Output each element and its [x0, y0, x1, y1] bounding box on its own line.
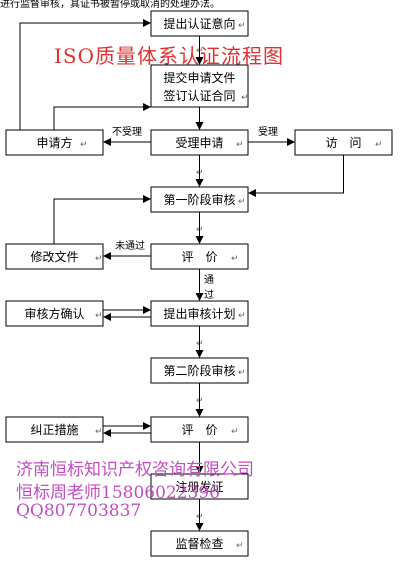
svg-text:↵: ↵ — [236, 140, 244, 150]
svg-text:修改文件: 修改文件 — [30, 249, 78, 264]
svg-text:↵: ↵ — [231, 254, 239, 264]
node-visit: 访 问 — [294, 129, 393, 156]
node-eval2: 评 价 — [150, 416, 249, 443]
node-intent: 提出认证意向 — [150, 10, 249, 37]
svg-text:注册发证: 注册发证 — [175, 479, 223, 494]
svg-text:纠正措施: 纠正措施 — [30, 423, 78, 437]
diagram-title: ISO质量体系认证流程图 — [54, 44, 284, 68]
node-corrective: 纠正措施 — [5, 416, 104, 443]
svg-text:申请方: 申请方 — [36, 135, 72, 150]
company-name: 济南恒标知识产权咨询有限公司 — [16, 460, 254, 480]
svg-text:监督检查: 监督检查 — [175, 536, 223, 551]
svg-text:受理: 受理 — [258, 126, 278, 138]
node-submit-sign: 提交申请文件 签订认证合同 — [150, 64, 249, 108]
svg-text:未通过: 未通过 — [115, 239, 145, 252]
svg-text:↵: ↵ — [95, 311, 103, 321]
node-stage1: 第一阶段审核 — [150, 186, 249, 213]
svg-text:签订认证合同: 签订认证合同 — [163, 88, 235, 103]
svg-text:↵: ↵ — [241, 93, 249, 103]
node-stage2: 第二阶段审核 — [150, 357, 249, 384]
svg-text:↵: ↵ — [238, 21, 246, 31]
header-text-fragment: 进行监督审核，其证书被暂停或取消的处理办法。 — [0, 0, 220, 10]
node-register: 注册发证 — [150, 473, 249, 500]
node-confirm: 审核方确认 — [5, 300, 104, 327]
svg-text:评 价: 评 价 — [181, 423, 217, 437]
svg-text:过: 过 — [204, 288, 214, 301]
svg-text:↵: ↵ — [80, 140, 88, 150]
svg-text:访 问: 访 问 — [325, 136, 361, 150]
svg-text:↵: ↵ — [236, 541, 244, 551]
company-contact: 恒标周老师15806022396 — [16, 483, 220, 503]
side-connectors — [19, 19, 344, 437]
svg-text:↵: ↵ — [95, 427, 103, 437]
svg-text:第一阶段审核: 第一阶段审核 — [163, 192, 235, 207]
node-surveil: 监督检查 — [150, 530, 249, 557]
svg-text:不受理: 不受理 — [112, 126, 142, 138]
svg-text:评 价: 评 价 — [181, 250, 217, 264]
edge-labels: 不受理 受理 未通过 通 过 — [112, 126, 278, 301]
svg-text:↵: ↵ — [238, 311, 246, 321]
svg-text:第二阶段审核: 第二阶段审核 — [163, 363, 235, 378]
svg-text:提交申请文件: 提交申请文件 — [163, 70, 235, 85]
node-applicant: 申请方 — [5, 129, 104, 156]
svg-text:↵: ↵ — [95, 254, 103, 264]
svg-text:提出认证意向: 提出认证意向 — [163, 16, 235, 31]
svg-text:提出审核计划: 提出审核计划 — [163, 306, 235, 321]
svg-text:↵: ↵ — [238, 197, 246, 207]
svg-text:↵: ↵ — [238, 368, 246, 378]
svg-text:通: 通 — [204, 274, 214, 286]
company-qq: QQ807703837 — [16, 501, 142, 521]
svg-text:审核方确认: 审核方确认 — [24, 306, 84, 321]
svg-text:↵: ↵ — [375, 140, 383, 150]
node-plan: 提出审核计划 — [150, 300, 249, 327]
node-accept: 受理申请 — [150, 129, 249, 156]
node-modify: 修改文件 — [5, 243, 104, 270]
svg-text:↵: ↵ — [231, 427, 239, 437]
svg-text:受理申请: 受理申请 — [175, 136, 223, 150]
